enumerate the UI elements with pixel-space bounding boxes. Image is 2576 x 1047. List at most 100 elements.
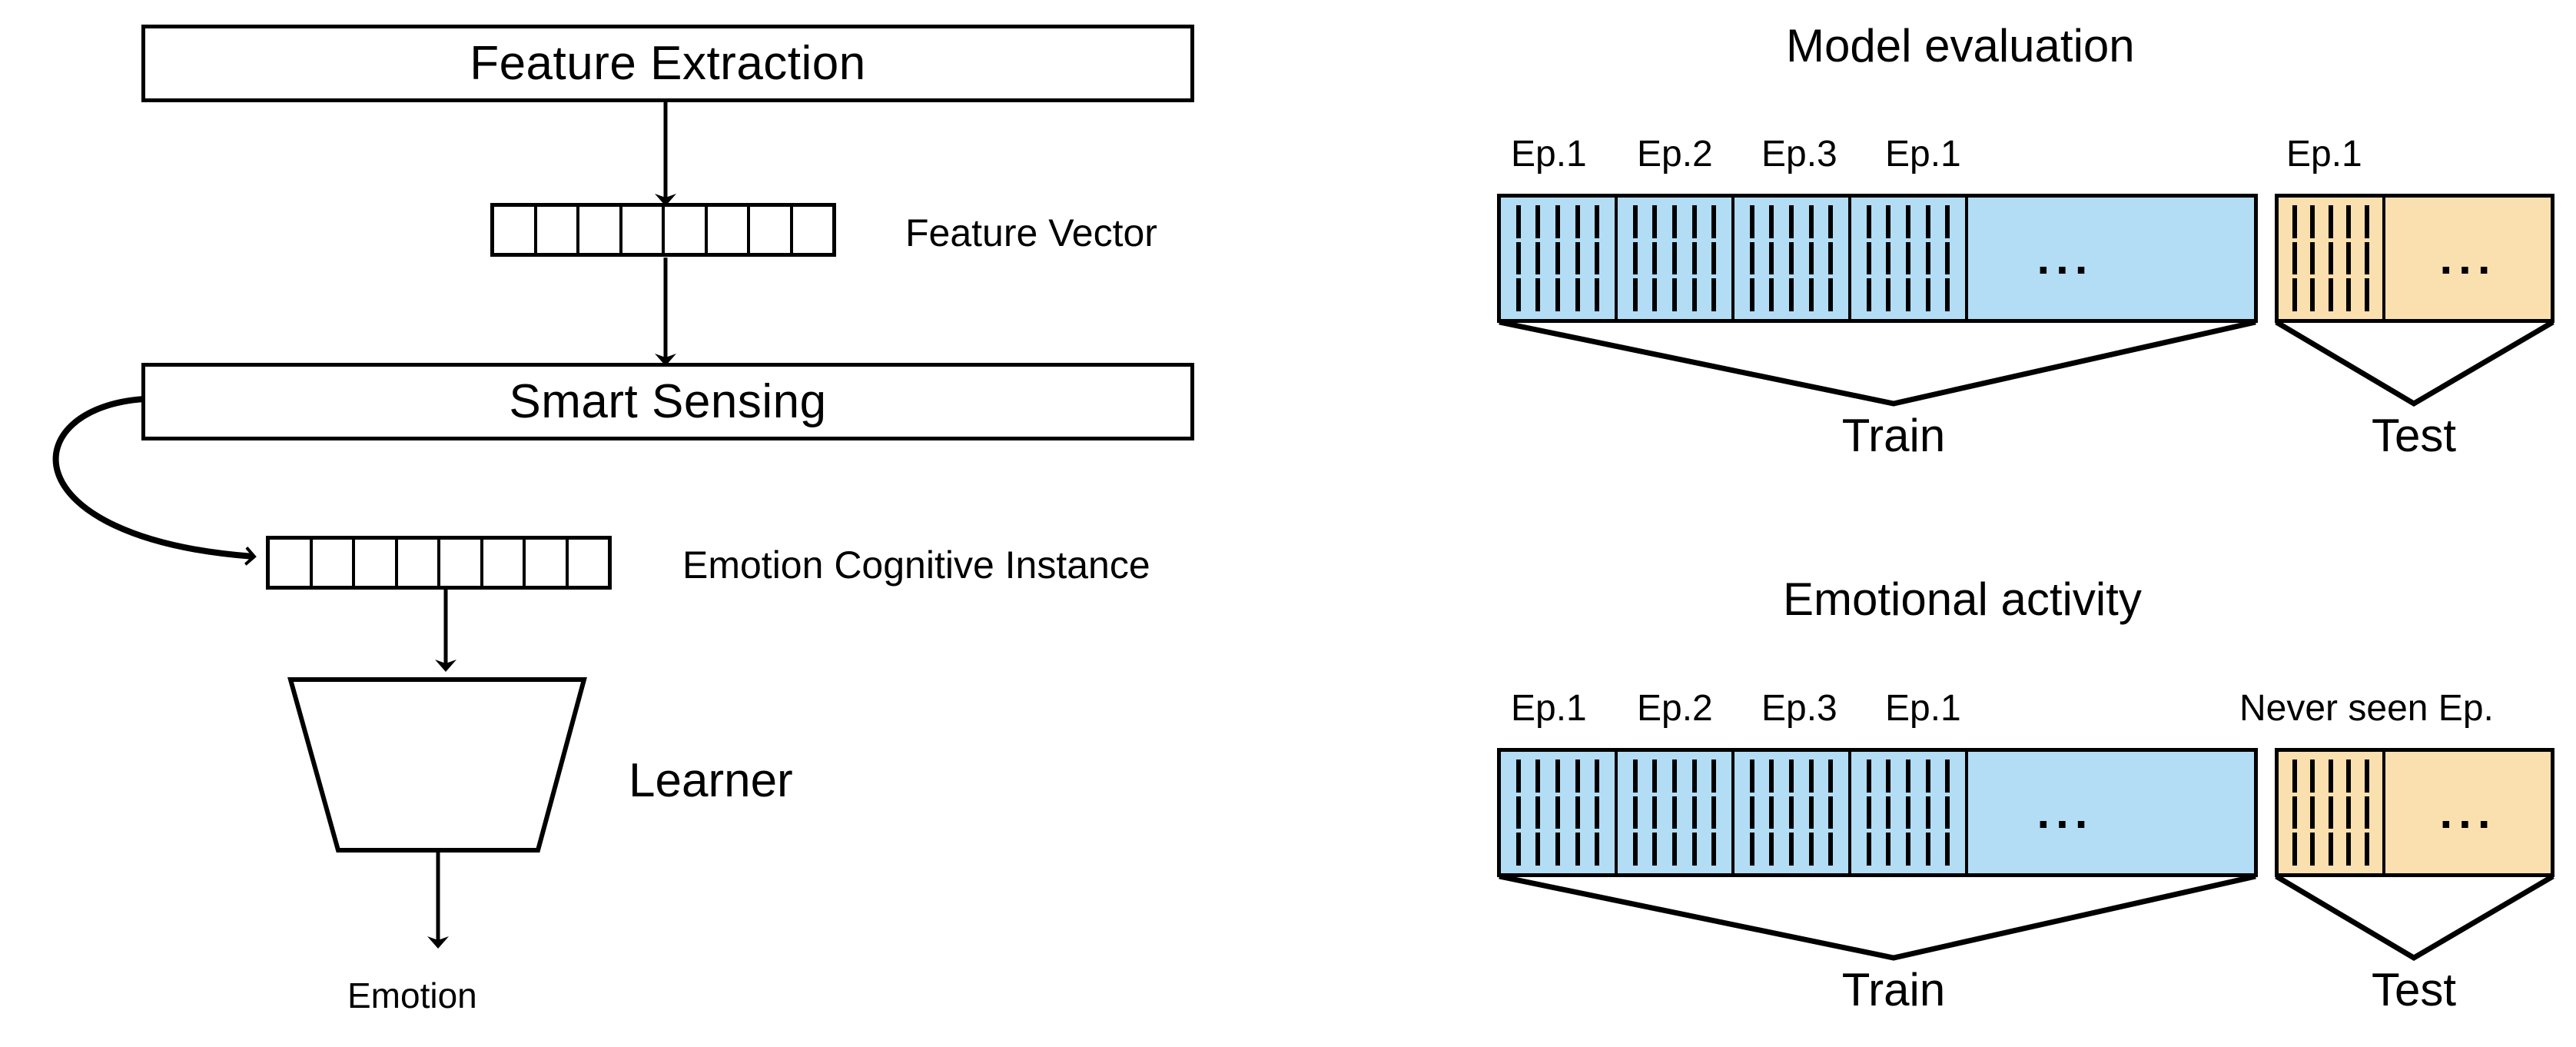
tick-mark	[1555, 278, 1560, 311]
brace-train-emotional-activity	[1499, 873, 2256, 961]
tick-row	[1501, 796, 1615, 829]
tick-mark	[2328, 796, 2333, 829]
tick-mark	[1945, 278, 1950, 311]
tick-mark	[1866, 278, 1871, 311]
episode-remainder-segment: ...	[2385, 198, 2551, 319]
ep-label-model-eval-test-0: Ep.1	[2286, 134, 2362, 174]
tick-grid	[2279, 198, 2382, 319]
tick-mark	[1925, 278, 1930, 311]
test-strip-emotional-activity: ...	[2275, 748, 2554, 877]
tick-mark	[2364, 796, 2369, 829]
episode-segment	[1851, 198, 1968, 319]
episode-segment	[1734, 752, 1851, 873]
tick-mark	[1788, 759, 1794, 793]
tick-mark	[1808, 796, 1814, 829]
tick-mark	[1828, 759, 1834, 793]
tick-mark	[1711, 833, 1717, 866]
tick-mark	[2364, 833, 2369, 866]
tick-row	[1851, 278, 1965, 311]
tick-mark	[2346, 241, 2351, 275]
tick-row	[1618, 759, 1731, 793]
tick-mark	[2328, 278, 2333, 311]
tick-mark	[2364, 278, 2369, 311]
tick-mark	[1515, 796, 1521, 829]
tick-mark	[1866, 759, 1871, 793]
tick-mark	[1711, 759, 1717, 793]
episode-segment	[1618, 198, 1734, 319]
tick-mark	[2346, 205, 2351, 238]
tick-grid	[1618, 198, 1731, 319]
tick-mark	[1671, 278, 1677, 311]
tick-mark	[2292, 759, 2297, 793]
tick-row	[1734, 759, 1848, 793]
tick-mark	[1515, 759, 1521, 793]
tick-mark	[1886, 241, 1891, 275]
tick-mark	[1555, 241, 1560, 275]
tick-grid	[1734, 752, 1848, 873]
tick-mark	[1535, 278, 1541, 311]
ellipsis-test-emotional: ...	[2439, 786, 2497, 838]
tick-mark	[1769, 759, 1774, 793]
tick-mark	[1671, 205, 1677, 238]
instance-cell	[483, 540, 526, 586]
tick-mark	[2310, 278, 2315, 311]
tick-mark	[1769, 278, 1774, 311]
tick-mark	[2310, 241, 2315, 275]
tick-mark	[2364, 759, 2369, 793]
tick-mark	[1788, 278, 1794, 311]
ep-label-model-eval-train-0: Ep.1	[1511, 134, 1587, 174]
tick-mark	[1595, 241, 1600, 275]
vector-cell	[494, 207, 537, 253]
tick-mark	[1866, 796, 1871, 829]
tick-mark	[1749, 205, 1754, 238]
tick-mark	[1866, 241, 1871, 275]
learner-label: Learner	[629, 754, 793, 807]
tick-mark	[2346, 759, 2351, 793]
tick-grid	[1618, 752, 1731, 873]
tick-mark	[1711, 796, 1717, 829]
tick-mark	[2292, 833, 2297, 866]
tick-mark	[1555, 796, 1560, 829]
smart-sensing-label: Smart Sensing	[509, 374, 827, 428]
tick-row	[1501, 278, 1615, 311]
tick-mark	[1575, 759, 1580, 793]
episode-segment	[1618, 752, 1734, 873]
tick-mark	[2310, 759, 2315, 793]
tick-mark	[1925, 241, 1930, 275]
tick-row	[1501, 833, 1615, 866]
tick-row	[2279, 796, 2382, 829]
feature-vector-boxes	[490, 203, 836, 257]
tick-mark	[1535, 759, 1541, 793]
tick-row	[1851, 205, 1965, 238]
tick-row	[1501, 759, 1615, 793]
tick-mark	[1555, 759, 1560, 793]
tick-row	[1851, 759, 1965, 793]
tick-mark	[1555, 205, 1560, 238]
tick-grid	[1851, 752, 1965, 873]
tick-mark	[1769, 241, 1774, 275]
tick-mark	[1945, 759, 1950, 793]
tick-mark	[1595, 278, 1600, 311]
brace-train-model-eval	[1499, 319, 2256, 407]
emotion-label: Emotion	[347, 976, 477, 1015]
tick-mark	[1535, 205, 1541, 238]
tick-mark	[1575, 796, 1580, 829]
tick-row	[1851, 833, 1965, 866]
tick-mark	[1555, 833, 1560, 866]
tick-mark	[1866, 833, 1871, 866]
episode-remainder-segment: ...	[1968, 752, 2254, 873]
brace-label-test-model-eval: Test	[2371, 410, 2457, 461]
tick-row	[1618, 241, 1731, 275]
tick-mark	[1788, 833, 1794, 866]
tick-row	[1734, 833, 1848, 866]
tick-mark	[1595, 796, 1600, 829]
tick-row	[1734, 241, 1848, 275]
tick-mark	[1769, 833, 1774, 866]
tick-mark	[1671, 241, 1677, 275]
tick-mark	[1945, 796, 1950, 829]
tick-mark	[1515, 241, 1521, 275]
tick-mark	[1595, 833, 1600, 866]
tick-mark	[2310, 833, 2315, 866]
vector-cell	[793, 207, 833, 253]
